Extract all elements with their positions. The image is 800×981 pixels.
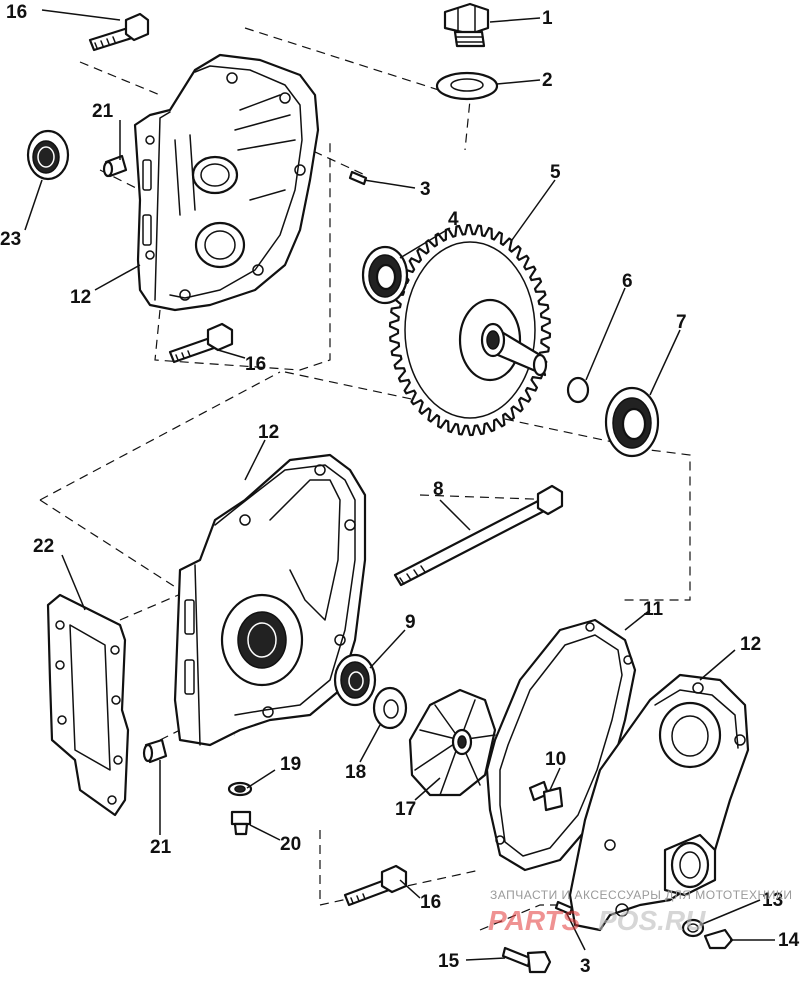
upper-cover-housing	[133, 53, 320, 312]
bolt-14	[703, 928, 734, 950]
impeller-17	[408, 688, 497, 797]
screw-20	[230, 810, 252, 836]
callout-8: 8	[433, 479, 444, 500]
callout-18: 18	[345, 762, 366, 783]
bolt-16-lower	[343, 864, 408, 907]
watermark-brand-sub: POS.RU	[598, 905, 706, 936]
callout-12b: 12	[258, 422, 279, 443]
callout-21a: 21	[92, 101, 114, 122]
callout-3b: 3	[580, 956, 591, 977]
plug-bolt-1	[443, 2, 490, 48]
bearing-7	[604, 386, 660, 458]
watermark-brand-main: PARTS	[488, 905, 581, 936]
bearing-4	[361, 245, 409, 305]
bolt-16-top	[88, 12, 150, 52]
callout-20: 20	[280, 834, 301, 855]
callout-4: 4	[448, 209, 459, 230]
callout-22: 22	[33, 536, 54, 557]
callout-10: 10	[545, 749, 566, 770]
washer-2	[435, 71, 499, 101]
oil-seal-23	[26, 129, 70, 181]
dowel-pin-21-upper	[102, 154, 128, 178]
watermark: ЗАПЧАСТИ И АКСЕССУАРЫ ДЛЯ МОТОТЕХНИКИ PA…	[488, 888, 792, 936]
washer-13	[681, 918, 705, 938]
washer-19	[227, 781, 253, 797]
callout-16a: 16	[6, 2, 27, 23]
callout-13: 13	[762, 890, 783, 911]
pin-3-lower	[554, 900, 574, 916]
watermark-tagline: ЗАПЧАСТИ И АКСЕССУАРЫ ДЛЯ МОТОТЕХНИКИ	[490, 888, 792, 902]
leader-lines	[24, 9, 775, 961]
long-bolt-8	[393, 484, 564, 587]
callout-2: 2	[542, 70, 553, 91]
callout-5: 5	[550, 162, 561, 183]
callout-19: 19	[280, 754, 301, 775]
callout-17: 17	[395, 799, 416, 820]
callout-16b: 16	[245, 354, 266, 375]
washer-18	[372, 686, 408, 730]
callout-12c: 12	[740, 634, 761, 655]
callout-23: 23	[0, 229, 21, 250]
callout-21b: 21	[150, 837, 172, 858]
dowel-pin-21-lower	[142, 738, 168, 764]
pump-housing-12-middle	[173, 453, 367, 747]
callout-7: 7	[676, 312, 687, 333]
callout-15: 15	[438, 951, 460, 972]
bolt-15	[501, 946, 552, 974]
callout-16c: 16	[420, 892, 441, 913]
callout-14: 14	[778, 930, 800, 951]
callout-6: 6	[622, 271, 633, 292]
bolt-16-middle	[168, 322, 234, 364]
gasket-22	[46, 593, 130, 817]
callout-1: 1	[542, 8, 553, 29]
o-ring-6	[566, 376, 590, 404]
outlet-cover-12-lower	[568, 673, 750, 932]
callout-11: 11	[643, 599, 664, 620]
bolt-10	[528, 780, 564, 812]
callout-12a: 12	[70, 287, 91, 308]
callout-3a: 3	[420, 179, 431, 200]
callout-9: 9	[405, 612, 416, 633]
pin-3-upper	[348, 170, 368, 186]
seal-9	[333, 653, 377, 707]
drive-gear-5	[388, 223, 552, 437]
